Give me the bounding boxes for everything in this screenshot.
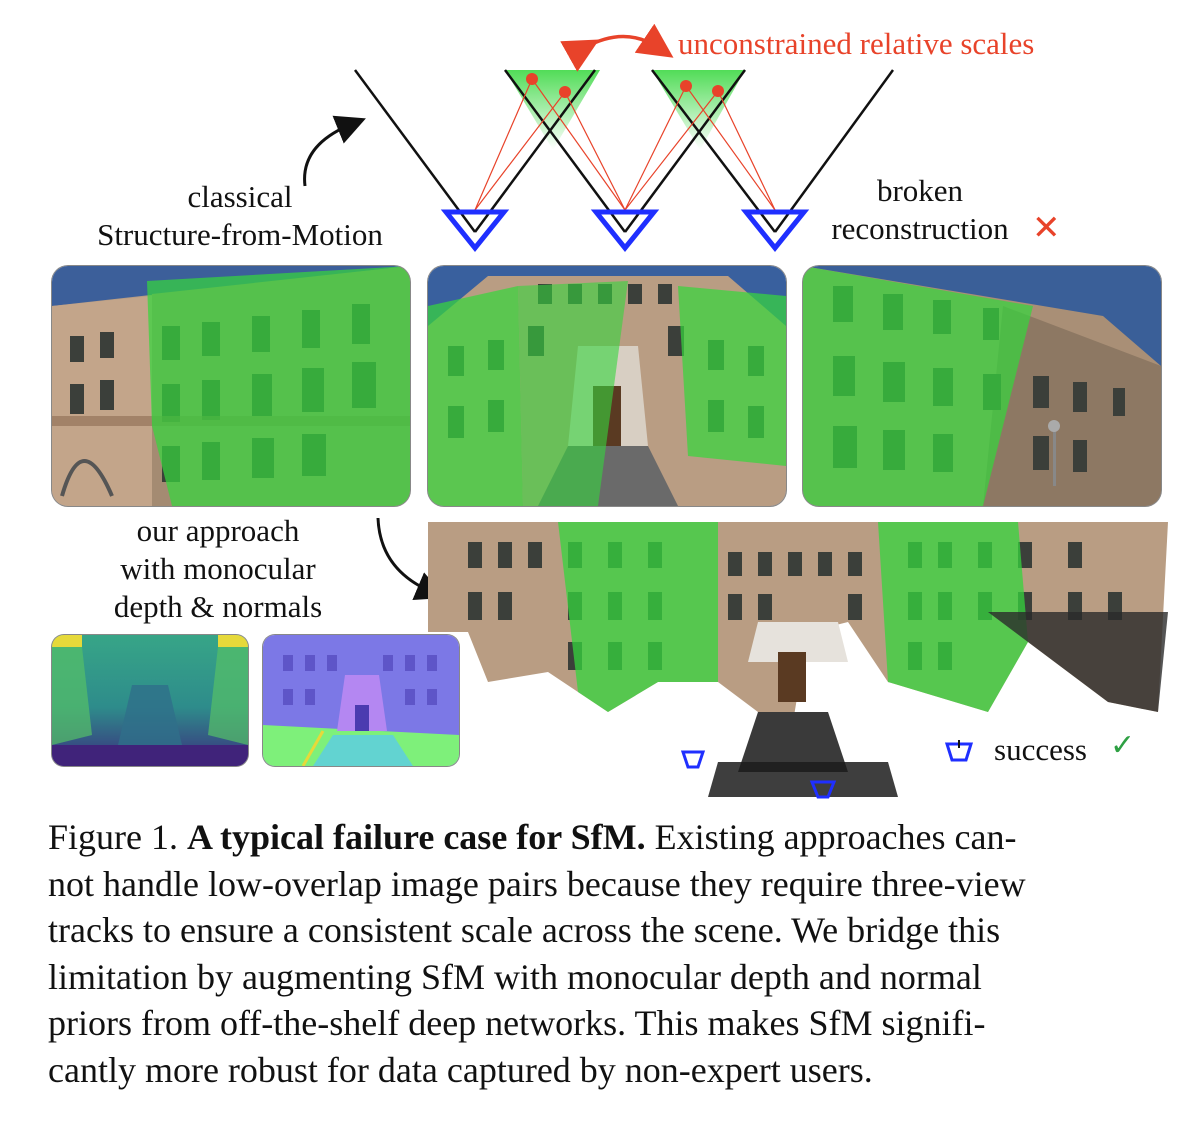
scale-arrow [560,23,674,72]
reconstruction-point-cloud [428,512,1168,802]
figure-number: Figure 1. [48,817,178,857]
caption-line: tracks to ensure a consistent scale acro… [48,910,1001,950]
label-line: with monocular [120,551,316,586]
track-point [559,86,571,98]
label-line: depth & normals [113,589,323,624]
caption-line: limitation by augmenting SfM with monocu… [48,956,982,997]
success-check-icon: ✓ [1110,728,1136,763]
track-point [526,73,538,85]
photo-left-view [52,266,410,506]
label-line: Structure-from-Motion [97,217,383,252]
overlap-region-left [505,70,600,150]
overlap-region-right [652,70,745,150]
normal-map-image [263,635,459,766]
camera-icon [740,209,810,252]
camera-icon [809,780,837,799]
caption-line: not handle low-overlap image pairs becau… [48,863,1026,904]
camera-diagram [303,23,895,252]
caption-line: cantly more robust for data captured by … [48,1049,873,1090]
broken-reconstruction-label: broken reconstruction [810,172,1030,248]
track-point [680,80,692,92]
failure-cross-icon: ✕ [1032,208,1061,248]
depth-map-image [52,635,248,766]
our-approach-label: our approach with monocular depth & norm… [48,512,388,626]
camera-icon [590,209,660,252]
classical-sfm-label: classical Structure-from-Motion [40,178,440,254]
success-label: success [994,732,1087,767]
camera-icon [680,750,706,769]
track-point [712,85,724,97]
caption-title: A typical failure case for SfM. [187,817,646,857]
figure-caption: Figure 1. A typical failure case for SfM… [48,814,1160,1093]
label-line: reconstruction [831,211,1009,246]
camera-icon [440,209,510,252]
label-line: our approach [136,513,300,548]
approach-arrow [376,517,446,600]
camera-icon [944,740,974,762]
caption-line: priors from off-the-shelf deep networks.… [48,1003,986,1043]
unconstrained-scales-label: unconstrained relative scales [678,26,1035,61]
caption-line: Figure 1. A typical failure case for SfM… [48,817,1017,857]
photo-center-view [428,266,786,506]
sfm-arrow [303,115,366,187]
label-line: classical [187,179,293,214]
label-line: broken [876,173,964,208]
photo-right-view [803,266,1161,506]
